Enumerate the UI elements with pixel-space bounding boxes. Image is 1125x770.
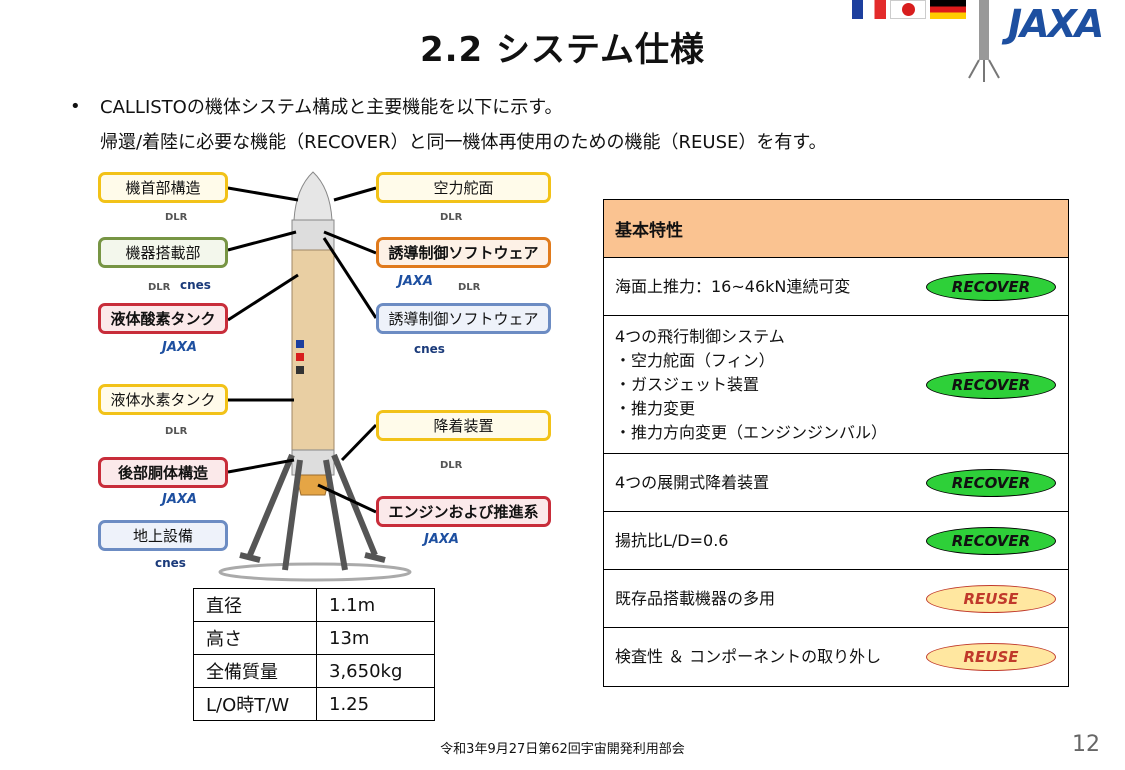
- row-text: 揚抗比L/D=0.6: [615, 530, 729, 550]
- label-lox-tank: 液体酸素タンク: [98, 303, 228, 334]
- characteristics-header: 基本特性: [604, 200, 1068, 258]
- label-gnc-software-2: 誘導制御ソフトウェア: [376, 303, 551, 334]
- recover-tag: RECOVER: [926, 526, 1056, 555]
- row-text: 既存品搭載機器の多用: [615, 588, 776, 608]
- reuse-tag: REUSE: [926, 584, 1056, 613]
- jaxa-logo-small: JAXA: [162, 492, 197, 507]
- label-gnc-software-1: 誘導制御ソフトウェア: [376, 237, 551, 268]
- recover-tag: RECOVER: [926, 370, 1056, 399]
- spec-value: 13m: [316, 621, 435, 655]
- dlr-logo: DLR: [458, 282, 481, 293]
- dlr-logo: DLR: [165, 426, 188, 437]
- table-row: 4つの飛行制御システム ・空力舵面（フィン） ・ガスジェット装置 ・推力変更 ・…: [604, 316, 1068, 454]
- spec-label: 全備質量: [193, 654, 317, 688]
- cnes-logo: cnes: [180, 278, 211, 292]
- table-row: 海面上推力：16~46kN連続可変 RECOVER: [604, 258, 1068, 316]
- dlr-logo: DLR: [165, 212, 188, 223]
- footer-text: 令和3年9月27日第62回宇宙開発利用部会: [440, 742, 685, 757]
- recover-tag: RECOVER: [926, 468, 1056, 497]
- recover-tag: RECOVER: [926, 272, 1056, 301]
- germany-flag-icon: [930, 0, 966, 19]
- spec-label: 直径: [193, 588, 317, 622]
- label-engine-propulsion: エンジンおよび推進系: [376, 496, 551, 527]
- spec-label: L/O時T/W: [193, 687, 317, 721]
- row-line: 4つの飛行制御システム: [615, 326, 785, 346]
- intro-line-1: CALLISTOの機体システム構成と主要機能を以下に示す。: [100, 97, 563, 118]
- jaxa-logo-small: JAXA: [424, 532, 459, 547]
- dlr-logo: DLR: [440, 212, 463, 223]
- row-line: ・推力変更: [615, 398, 696, 418]
- rocket-illustration: [218, 171, 412, 582]
- spec-value: 3,650kg: [316, 654, 435, 688]
- dlr-logo: DLR: [148, 282, 171, 293]
- characteristics-table: 基本特性 海面上推力：16~46kN連続可変 RECOVER 4つの飛行制御シス…: [603, 199, 1069, 687]
- rocket-diagram: 機首部構造 DLR 機器搭載部 DLR cnes 液体酸素タンク JAXA 液体…: [0, 160, 580, 590]
- reuse-tag: REUSE: [926, 643, 1056, 671]
- jaxa-logo: JAXA: [1008, 2, 1104, 46]
- cnes-logo: cnes: [414, 342, 445, 356]
- spec-value: 1.1m: [316, 588, 435, 622]
- jaxa-logo-small: JAXA: [398, 274, 433, 289]
- spec-value: 1.25: [316, 687, 435, 721]
- france-flag-icon: [852, 0, 886, 19]
- cnes-logo: cnes: [155, 556, 186, 570]
- table-row: 揚抗比L/D=0.6 RECOVER: [604, 512, 1068, 570]
- label-nose-structure: 機首部構造: [98, 172, 228, 203]
- row-line: ・推力方向変更（エンジンジンバル）: [615, 422, 888, 442]
- label-lh2-tank: 液体水素タンク: [98, 384, 228, 415]
- row-text: 4つの展開式降着装置: [615, 472, 770, 492]
- bullet-marker: •: [70, 96, 81, 117]
- dlr-logo: DLR: [440, 460, 463, 471]
- japan-flag-icon: [890, 0, 926, 19]
- label-avionics-bay: 機器搭載部: [98, 237, 228, 268]
- table-row: 検査性 ＆ コンポーネントの取り外し REUSE: [604, 628, 1068, 686]
- jaxa-logo-small: JAXA: [162, 340, 197, 355]
- label-aft-structure: 後部胴体構造: [98, 457, 228, 488]
- row-line: ・空力舵面（フィン）: [615, 350, 775, 370]
- page-title: 2.2 システム仕様: [419, 30, 706, 70]
- flags: [852, 0, 970, 20]
- row-text: 海面上推力：16~46kN連続可変: [615, 276, 851, 296]
- table-row: 4つの展開式降着装置 RECOVER: [604, 454, 1068, 512]
- label-landing-gear: 降着装置: [376, 410, 551, 441]
- label-aero-surfaces: 空力舵面: [376, 172, 551, 203]
- row-line: ・ガスジェット装置: [615, 374, 760, 394]
- spec-label: 高さ: [193, 621, 317, 655]
- row-text: 検査性 ＆ コンポーネントの取り外し: [615, 647, 882, 666]
- rocket-logo-icon: [968, 0, 1000, 82]
- row-text: 4つの飛行制御システム ・空力舵面（フィン） ・ガスジェット装置 ・推力変更 ・…: [615, 325, 887, 445]
- page-number: 12: [1072, 732, 1100, 757]
- label-ground-facility: 地上設備: [98, 520, 228, 551]
- table-row: 既存品搭載機器の多用 REUSE: [604, 570, 1068, 628]
- intro-line-2: 帰還/着陸に必要な機能（RECOVER）と同一機体再使用のための機能（REUSE…: [100, 132, 827, 153]
